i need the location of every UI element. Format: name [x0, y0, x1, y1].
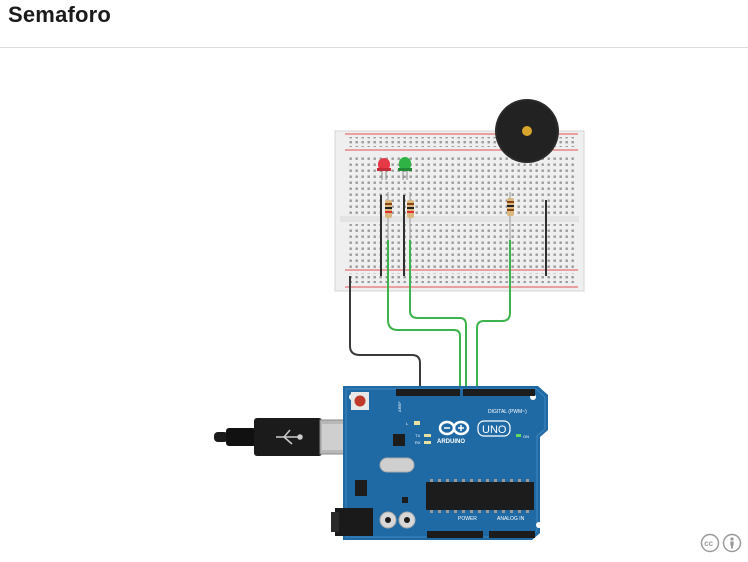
capacitors [379, 511, 416, 529]
atmega-chip [426, 482, 534, 510]
l-led [414, 421, 420, 425]
dc-power-jack[interactable] [331, 508, 373, 536]
crystal [379, 457, 415, 473]
model-badge [477, 420, 511, 437]
ground-jumpers[interactable] [380, 195, 547, 276]
red-led[interactable] [377, 158, 391, 180]
chip-pins [430, 479, 529, 513]
tx-label: TX [415, 433, 420, 438]
license-badge[interactable]: cc [700, 533, 742, 553]
power-header [427, 531, 483, 538]
resistor-green-led[interactable] [407, 192, 414, 240]
svg-text:cc: cc [704, 539, 713, 548]
resistor-buzzer[interactable] [507, 192, 514, 240]
model-label: UNO [482, 424, 507, 436]
green-led[interactable] [398, 157, 412, 180]
rx-led [424, 441, 431, 444]
digital-header [396, 389, 535, 396]
bottom-power-rail [345, 269, 578, 288]
signal-wires[interactable] [387, 240, 511, 393]
l-label: L [406, 421, 409, 426]
aref-label: AREF [397, 401, 402, 412]
digital-label: DIGITAL (PWM~) [488, 409, 527, 415]
analog-label: ANALOG IN [497, 516, 525, 522]
terminal-block-bottom [348, 224, 576, 268]
resistor-red-led[interactable] [385, 192, 392, 240]
small-chip [402, 497, 408, 503]
header-divider [0, 47, 748, 48]
usb-chip [393, 434, 405, 446]
arduino-logo-icon [438, 420, 470, 436]
analog-header [489, 531, 535, 538]
power-label: POWER [458, 516, 477, 522]
page-title: Semaforo [8, 2, 112, 27]
usb-symbol-icon [276, 429, 303, 445]
arduino-uno-board[interactable]: DIGITAL (PWM~) AREF L TX RX ARDUINO UNO … [331, 386, 548, 540]
tx-led [424, 434, 431, 437]
rx-label: RX [415, 440, 421, 445]
brand-label: ARDUINO [437, 439, 465, 445]
voltage-regulator [355, 480, 367, 496]
on-led [516, 434, 521, 437]
ground-wire[interactable] [349, 276, 421, 393]
reset-button[interactable] [351, 392, 369, 410]
center-channel [340, 216, 579, 222]
creative-commons-icon: cc [700, 533, 720, 553]
piezo-buzzer[interactable] [495, 99, 559, 163]
on-label: ON [523, 434, 529, 439]
attribution-icon [722, 533, 742, 553]
